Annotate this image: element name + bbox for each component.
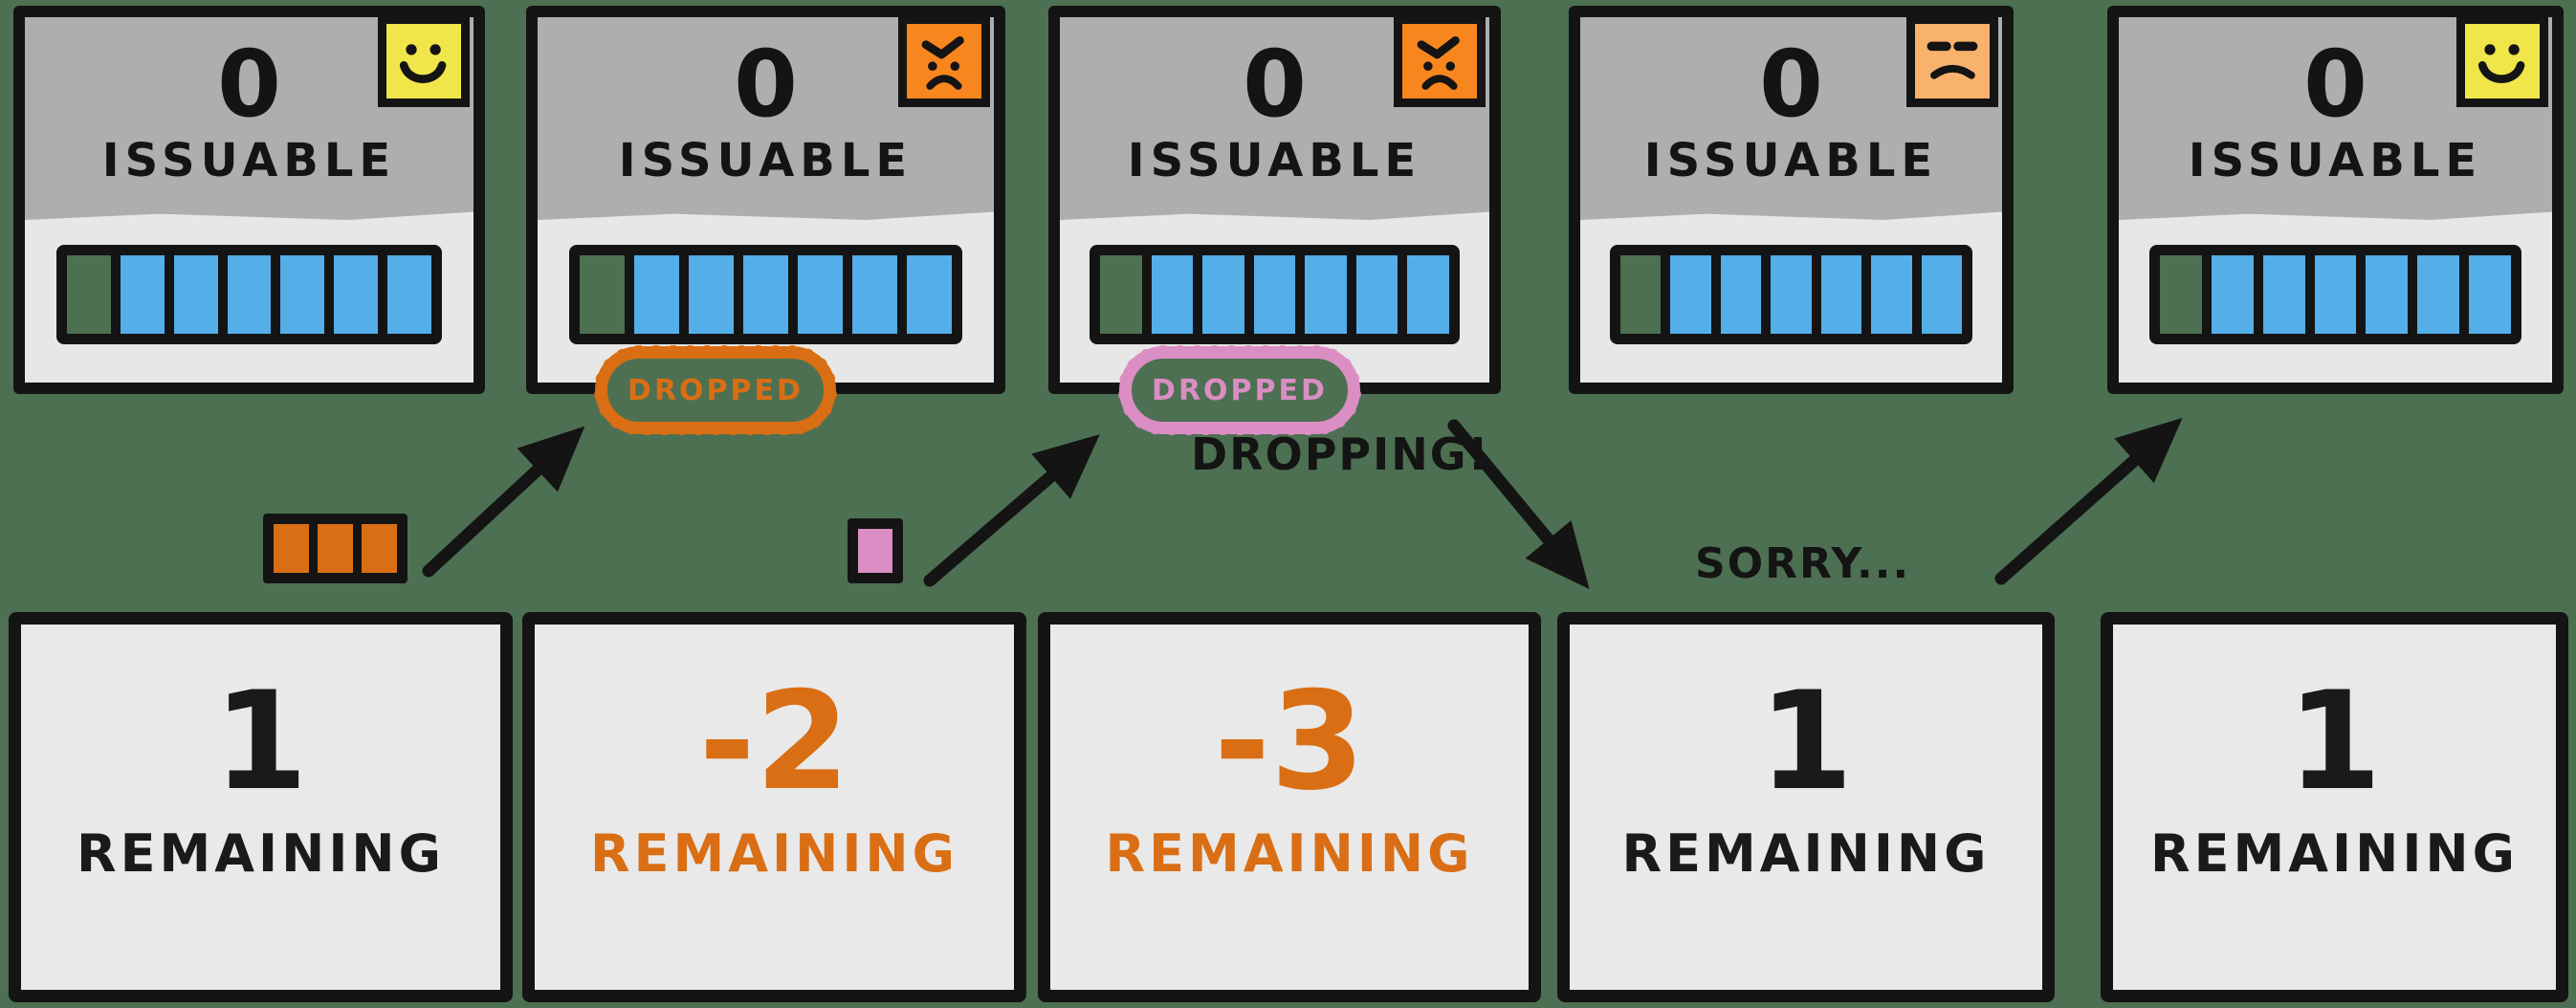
quota-cell-filled: [1305, 255, 1347, 334]
happy-face-icon: [378, 15, 470, 107]
remaining-card-2: -2 REMAINING: [522, 612, 1026, 1002]
issuable-card-1: 0 ISSUABLE: [13, 6, 485, 394]
dropped-badge: DROPPED: [1118, 345, 1361, 435]
angry-face-icon: [898, 15, 990, 107]
quota-cell-filled: [2314, 255, 2357, 334]
remaining-card-3: -3 REMAINING: [1038, 612, 1541, 1002]
quota-cell-filled: [1871, 255, 1912, 334]
orange-token: [274, 524, 309, 573]
quota-cell-filled: [387, 255, 432, 334]
quota-cell-filled: [1670, 255, 1711, 334]
issuable-label: ISSUABLE: [1643, 134, 1939, 187]
arrow-up-right-3: [1994, 417, 2183, 585]
quota-cell-empty: [1100, 255, 1142, 334]
quota-cell-empty: [580, 255, 626, 334]
arrow-up-right-1: [422, 426, 585, 578]
remaining-label: REMAINING: [1105, 823, 1474, 884]
issuable-card-4: 0 ISSUABLE: [1569, 6, 2014, 394]
quota-bar: [2148, 245, 2522, 344]
quota-cell-filled: [2469, 255, 2512, 334]
issuable-card-header: 0 ISSUABLE: [1060, 17, 1489, 220]
issuable-card-3: 0 ISSUABLE DROPPED: [1048, 6, 1501, 435]
quota-cell-filled: [1151, 255, 1194, 334]
quota-cell-filled: [1921, 255, 1963, 334]
quota-cell-filled: [1720, 255, 1762, 334]
remaining-count: 1: [1758, 663, 1854, 821]
quota-cell-filled: [2366, 255, 2409, 334]
remaining-count: -2: [698, 663, 850, 821]
issuable-card-5: 0 ISSUABLE: [2107, 6, 2564, 394]
quota-cell-filled: [227, 255, 272, 334]
quota-cell-filled: [2417, 255, 2460, 334]
happy-face-icon: [2456, 15, 2548, 107]
issuable-count: 0: [734, 31, 798, 138]
quota-cell-filled: [1355, 255, 1398, 334]
quota-cell-filled: [743, 255, 788, 334]
angry-face-icon: [1394, 15, 1486, 107]
quota-cell-filled: [1202, 255, 1244, 334]
dropping-label: DROPPING!: [1191, 428, 1490, 480]
remaining-count: 1: [213, 663, 308, 821]
quota-cell-filled: [120, 255, 165, 334]
remaining-card-4: 1 REMAINING: [1557, 612, 2055, 1002]
remaining-label: REMAINING: [2150, 823, 2519, 884]
orange-token: [318, 524, 353, 573]
remaining-label: REMAINING: [1621, 823, 1991, 884]
issuable-count: 0: [217, 31, 281, 138]
issuable-label: ISSUABLE: [618, 134, 914, 187]
issuable-label: ISSUABLE: [101, 134, 397, 187]
issuable-label: ISSUABLE: [1127, 134, 1422, 187]
quota-cell-empty: [66, 255, 111, 334]
quota-bar: [569, 245, 962, 344]
quota-cell-filled: [1407, 255, 1449, 334]
quota-cell-filled: [689, 255, 735, 334]
quota-cell-filled: [797, 255, 843, 334]
quota-cell-empty: [2159, 255, 2202, 334]
quota-cell-empty: [1619, 255, 1662, 334]
issuable-count: 0: [1759, 31, 1823, 138]
remaining-card-5: 1 REMAINING: [2101, 612, 2568, 1002]
quota-cell-filled: [1253, 255, 1296, 334]
unhappy-face-icon: [1906, 15, 1998, 107]
remaining-label: REMAINING: [590, 823, 958, 884]
quota-bar: [55, 245, 443, 344]
quota-cell-filled: [906, 255, 952, 334]
dropped-pink-token: [848, 518, 903, 583]
dropped-badge-label: DROPPED: [1152, 373, 1328, 407]
issuable-card-header: 0 ISSUABLE: [1580, 17, 2002, 220]
quota-bar: [1090, 245, 1460, 344]
issuable-card-2: 0 ISSUABLE DROPPED: [526, 6, 1005, 435]
orange-token: [362, 524, 397, 573]
remaining-label: REMAINING: [77, 823, 445, 884]
arrow-down-right: [1447, 419, 1590, 590]
quota-cell-filled: [1820, 255, 1862, 334]
quota-cell-filled: [2262, 255, 2305, 334]
sorry-label: SORRY...: [1695, 539, 1911, 588]
issuable-label: ISSUABLE: [2188, 134, 2483, 187]
quota-cell-filled: [173, 255, 218, 334]
arrow-up-right-2: [923, 434, 1100, 587]
quota-cell-filled: [634, 255, 680, 334]
remaining-card-1: 1 REMAINING: [9, 612, 513, 1002]
dropped-badge-label: DROPPED: [627, 373, 804, 407]
remaining-count: -3: [1214, 663, 1365, 821]
issuable-count: 0: [1243, 31, 1307, 138]
quota-cell-filled: [2211, 255, 2254, 334]
dropped-badge: DROPPED: [594, 345, 837, 435]
quota-cell-filled: [851, 255, 897, 334]
quota-cell-filled: [280, 255, 325, 334]
quota-bar: [1609, 245, 1973, 344]
dropped-orange-tokens: [263, 514, 407, 583]
quota-cell-filled: [334, 255, 379, 334]
remaining-count: 1: [2287, 663, 2382, 821]
quota-cell-filled: [1771, 255, 1812, 334]
issuable-count: 0: [2303, 31, 2367, 138]
